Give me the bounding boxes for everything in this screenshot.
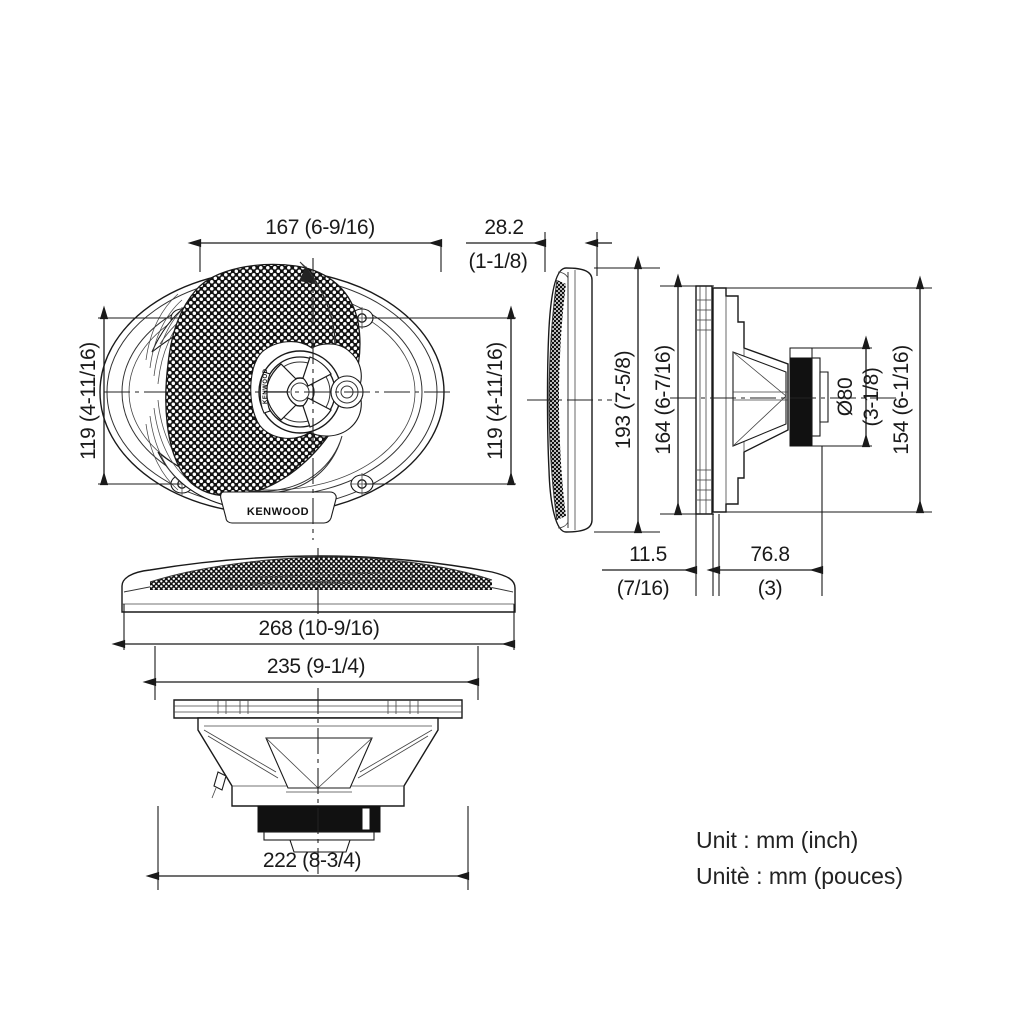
front-swoosh-lower [245,435,343,494]
dimension-28-2-inch-label: (1-1/8) [468,250,527,273]
front-brand-badge: KENWOOD [220,491,337,524]
vertical-terminal-tab [213,771,227,791]
dimension-167-label: 167 (6-9/16) [265,216,375,239]
cross-cone [732,351,787,447]
cross-magnet-top-plate [789,347,813,359]
vertical-cone-left-lines [203,729,279,779]
dimension-154: 154 (6-1/16) [726,275,932,514]
dimension-167: 167 (6-9/16) [187,216,443,272]
cross-cone-diagonal [732,351,787,447]
cross-cone-axis-lines [733,391,788,401]
tweeter-spokes [265,356,332,428]
dimension-193-label: 193 (7-5/8) [612,351,635,449]
vertical-terminal-wire [211,787,217,799]
dimension-11-5-inch-label: (7/16) [617,577,669,600]
dimension-diameter-80-inch-label: (3-1/8) [860,367,883,426]
dimension-119-right: 119 (4-11/16) [364,305,516,486]
side-edge-view [527,267,612,533]
tweeter-brand-text: KENWOOD [263,368,269,404]
top-profile-bridge-line [251,578,389,585]
badge-plate [220,491,337,524]
vertical-cone [265,737,373,789]
front-tweeter-assembly: KENWOOD [250,341,364,439]
dimension-235: 235 (9-1/4) [142,646,480,700]
cross-flange-ribs [697,299,711,501]
front-grille-outline [165,263,361,497]
dimension-268-label: 268 (10-9/16) [259,617,380,640]
dimension-11-5-label: 11.5 [629,543,667,566]
dimension-28-2-label: 28.2 [484,216,523,239]
front-view: KENWOOD KENWOOD [99,258,452,540]
dimension-119-left: 119 (4-11/16) [77,305,180,486]
side-edge-detail-bottom [557,521,569,529]
dimension-164-label: 164 (6-7/16) [652,345,675,455]
vertical-pole-piece [289,839,351,853]
horizontal-cross-section-view [670,285,900,515]
dimension-76-8: 76.8 (3) [706,446,824,600]
side-edge-detail-top [557,271,569,279]
front-left-ribs [145,293,190,491]
dimension-222-label: 222 (8-3/4) [263,849,361,872]
dimension-119-right-label: 119 (4-11/16) [484,342,507,460]
vertical-cross-section-view [173,688,463,876]
cross-magnet [789,347,813,447]
unit-label-en: Unit : mm (inch) [696,827,858,853]
dimension-222: 222 (8-3/4) [145,806,470,890]
vertical-magnet-backplate [263,831,375,841]
dimension-119-left-label: 119 (4-11/16) [77,342,100,460]
dimension-diameter-80-label: Ø80 [834,378,857,417]
top-profile-grille-edge [149,556,493,583]
dimension-76-8-label: 76.8 [750,543,789,566]
dimension-154-label: 154 (6-1/16) [890,345,913,455]
front-swoosh-tip [299,266,316,284]
dimension-235-label: 235 (9-1/4) [267,655,365,678]
unit-label-fr: Unitè : mm (pouces) [696,863,903,889]
dimension-164: 164 (6-7/16) [652,273,714,516]
dimension-11-5: 11.5 (7/16) [602,514,714,600]
cross-magnet-pole [819,371,829,423]
dimension-193: 193 (7-5/8) [594,255,660,534]
vertical-cone-right-lines [357,729,433,779]
unit-legend: Unit : mm (inch) Unitè : mm (pouces) [696,827,903,889]
dimension-28-2: 28.2 (1-1/8) [466,216,612,276]
top-profile-bridge [227,571,413,587]
vertical-magnet-notch [361,807,371,831]
top-profile-view [121,548,516,624]
dimension-268: 268 (10-9/16) [111,604,516,650]
vertical-magnet [257,805,381,833]
dimension-diameter-80: Ø80 (3-1/8) [812,335,883,448]
dimension-76-8-inch-label: (3) [758,577,782,600]
vertical-flange-ribs [217,700,419,714]
brand-label: KENWOOD [247,506,309,518]
cross-magnet-backplate [811,357,821,437]
